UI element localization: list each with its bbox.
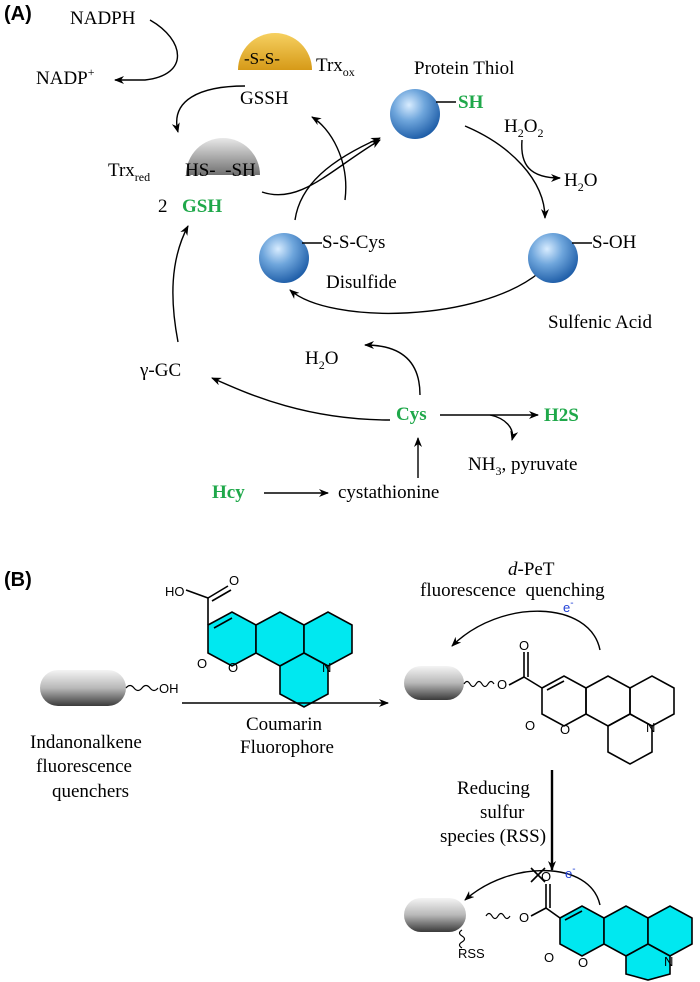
rss-line-2: sulfur [480,802,525,823]
acid-n: N [322,660,331,675]
rss-linker [458,929,466,949]
nadph-label: NADPH [70,8,136,29]
s-s-cys-label: S-S-Cys [322,232,385,253]
gsh-coefficient: 2 [158,196,168,217]
h2s-label: H2S [544,405,579,426]
sulfenic-acid-sphere [528,233,578,283]
product-lactone-o: O [525,718,535,733]
quencher-pill [40,670,126,706]
trx-red-label: Trxred [108,160,150,184]
sulfenic-acid-label: Sulfenic Acid [548,312,652,333]
product-ring-o: O [560,722,570,737]
to-gssh-arrow [311,116,347,201]
trx-ox-bond: -S-S- [244,49,280,68]
disulfide-label: Disulfide [326,272,397,293]
released-ring-o: O [578,955,588,970]
acid-ho-label: HO [165,584,185,599]
electron-transfer-arrow [451,610,601,651]
quencher-oh-label: OH [159,681,179,696]
hcy-label: Hcy [212,482,245,503]
gamma-gc-label: γ-GC [139,360,181,381]
coumarin-line-2: Fluorophore [240,737,334,758]
s-oh-label: S-OH [592,232,637,253]
cys-to-nh3-branch-arrow [489,414,519,441]
cys-to-gamma-gc-arrow [211,377,391,421]
block-cross-b [530,867,546,883]
product-coumarin-structure [508,652,675,765]
product-carbonyl-o: O [519,638,529,653]
h2o2-label: H2O2 [504,116,543,140]
quencher-line-2: fluorescence [36,756,132,777]
disulfide-to-thiol-arrow [294,137,381,221]
released-ester-o: O [519,910,529,925]
d-pet-label: d-PeT [508,559,555,580]
gamma-gc-to-gsh-arrow [172,225,189,343]
nh3-pyruvate-label: NH3, pyruvate [468,454,577,478]
released-n: N [664,954,673,969]
product-n: N [646,720,655,735]
rss-line-3: species (RSS) [440,826,546,847]
trx-red-thiols: HS- -SH [185,160,256,181]
sulfenic-to-disulfide-arrow [289,271,541,314]
gsh-label: GSH [182,196,222,217]
h2o2-to-h2o-arrow [521,139,561,182]
h2o-top-label: H2O [564,170,597,194]
nadp-label: NADP+ [36,65,95,89]
cys-to-h2o-arrow [364,341,421,396]
rss-group-label: RSS [458,946,485,961]
product-linker [463,680,495,688]
electron-label: e- [563,598,574,615]
quencher-line-1: Indanonalkene [30,732,142,753]
blocked-electron-arrow [464,869,601,906]
released-linker [485,912,511,920]
trx-red-shape [186,138,260,175]
trx-ox-shape [238,33,312,70]
cystathionine-label: cystathionine [338,482,439,503]
thiol-to-sulfenic-arrow [464,125,549,219]
released-carbonyl-o: O [541,869,551,884]
h2o-mid-label: H2O [305,348,338,372]
coumarin-acid-structure [185,585,353,708]
trx-ox-label: Trxox [316,55,355,79]
released-coumarin-structure [530,884,693,981]
acid-lactone-carbonyl-o: O [197,656,207,671]
quencher-linker [125,684,159,692]
cys-label: Cys [396,404,427,425]
gsh-to-thiol-arrow [261,139,381,196]
trx-reduction-arrow [171,85,246,133]
fluorescence-quenching-label: fluorescence quenching [420,580,605,601]
acid-carbonyl-o: O [229,573,239,588]
disulfide-sphere [259,233,309,283]
released-quencher-pill [404,898,466,932]
protein-thiol-sphere [390,89,440,139]
panel-b-label: (B) [4,569,32,591]
product-ester-o: O [497,677,507,692]
coumarin-line-1: Coumarin [246,714,322,735]
sh-label: SH [458,92,484,113]
blocked-electron-label: e- [565,864,576,881]
quencher-line-3: quenchers [52,781,129,802]
acid-ring-o: O [228,660,238,675]
rss-line-1: Reducing [457,778,530,799]
panel-a-label: (A) [4,3,32,25]
gssh-label: GSSH [240,88,289,109]
nadph-to-nadp-arrow [114,19,178,84]
released-lactone-o: O [544,950,554,965]
product-pill [404,666,464,700]
protein-thiol-label: Protein Thiol [414,58,514,79]
